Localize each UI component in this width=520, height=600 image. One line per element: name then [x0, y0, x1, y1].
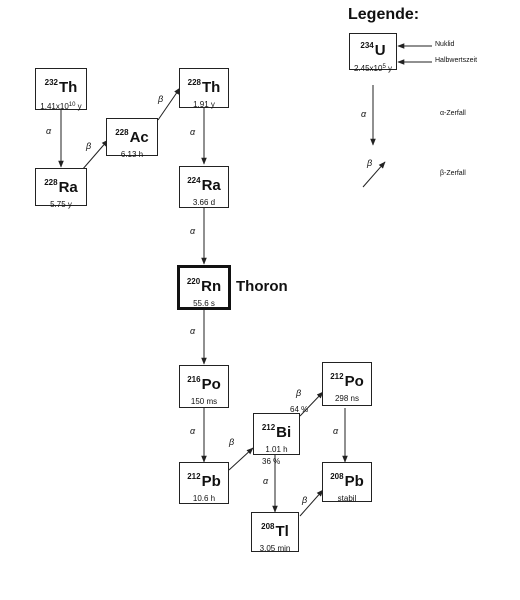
nuclide-pb212: 212Pb 10.6 h [179, 462, 229, 504]
decay-label-beta: β [296, 388, 302, 398]
nuclide-th228: 228Th 1.91 y [179, 68, 229, 109]
legend-arrow-beta [362, 161, 386, 188]
legend-example-box: 234U 2.45x105 y [349, 33, 397, 73]
nuclide-symbol: 220Rn [186, 277, 222, 295]
legend-title: Legende: [348, 6, 420, 23]
nuclide-halflife: 3.05 min [259, 544, 291, 553]
nuclide-symbol: 208Pb [330, 472, 364, 490]
decay-label-beta: β [86, 141, 92, 151]
nuclide-symbol: 224Ra [187, 176, 221, 194]
decay-label-beta: β [158, 94, 164, 104]
nuclide-symbol: 216Po [187, 375, 221, 393]
nuclide-symbol: 212Bi [261, 423, 292, 441]
arrow-pb212-bi212 [228, 447, 254, 471]
decay-label-alpha: α [263, 476, 269, 486]
nuclide-symbol: 228Ac [115, 128, 149, 146]
decay-label-beta: β [302, 495, 308, 505]
arrow-bi212-po212 [299, 391, 324, 417]
nuclide-halflife: 1.01 h [265, 445, 288, 454]
nuclide-ac228: 228Ac 6.13 h [106, 118, 158, 159]
legend-nuklid-label: Nuklid [435, 41, 455, 48]
nuclide-halflife: 5.75 y [50, 200, 72, 209]
nuclide-halflife: 150 ms [190, 397, 218, 406]
nuclide-po216: 216Po 150 ms [179, 365, 229, 408]
nuclide-halflife: 1.41x1010 y [40, 102, 82, 111]
nuclide-th232: 232Th 1.41x1010 y [35, 68, 87, 111]
nuclide-halflife: 10.6 h [192, 494, 216, 503]
branch-label-alpha: 36 % [262, 457, 281, 466]
nuclide-halflife: 6.13 h [120, 150, 144, 159]
arrow-tl208-pb208 [299, 489, 324, 517]
nuclide-po212: 212Po 298 ns [322, 362, 372, 406]
nuclide-symbol: 228Ra [44, 178, 78, 196]
legend-example-symbol: 234U [360, 41, 386, 59]
thoron-label: Thoron [236, 278, 288, 295]
nuclide-symbol: 212Pb [187, 472, 221, 490]
nuclide-symbol: 228Th [187, 78, 221, 96]
arrow-ac228-th228 [157, 87, 181, 121]
nuclide-halflife: 298 ns [334, 394, 360, 403]
decay-label-alpha: α [333, 426, 339, 436]
nuclide-pb208: 208Pb stabil [322, 462, 372, 503]
decay-label-alpha: α [46, 126, 52, 136]
decay-label-beta: β [229, 437, 235, 447]
nuclide-rn220: 220Rn 55.6 s [177, 265, 231, 310]
nuclide-tl208: 208Tl 3.05 min [251, 512, 299, 553]
nuclide-symbol: 208Tl [261, 522, 289, 540]
arrow-ra228-ac228 [81, 139, 109, 171]
decay-label-alpha: α [190, 226, 196, 236]
nuclide-halflife: stabil [337, 494, 357, 503]
nuclide-ra224: 224Ra 3.66 d [179, 166, 229, 208]
legend-alpha-label: α-Zerfall [440, 110, 466, 117]
decay-label-alpha: α [190, 326, 196, 336]
decay-label-alpha: α [190, 426, 196, 436]
nuclide-bi212: 212Bi 1.01 h [253, 413, 300, 455]
nuclide-symbol: 232Th [44, 78, 78, 96]
decay-label-alpha: α [190, 127, 196, 137]
legend-beta-symbol: β [367, 158, 373, 168]
branch-label-beta: 64 % [290, 405, 309, 414]
nuclide-halflife: 3.66 d [192, 198, 216, 207]
nuclide-halflife: 1.91 y [193, 100, 215, 109]
legend-halbwertszeit-label: Halbwertszeit [435, 57, 478, 64]
nuclide-halflife: 55.6 s [193, 299, 215, 308]
legend-beta-label: β-Zerfall [440, 170, 466, 177]
nuclide-ra228: 228Ra 5.75 y [35, 168, 87, 209]
legend-alpha-symbol: α [361, 109, 367, 119]
nuclide-symbol: 212Po [330, 372, 364, 390]
legend-example-halflife: 2.45x105 y [353, 64, 393, 73]
